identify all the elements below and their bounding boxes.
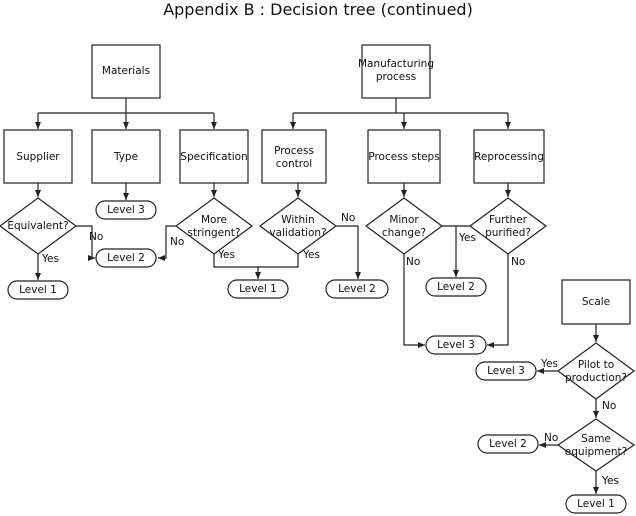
reprocessing-box: Reprocessing (473, 129, 545, 184)
outcome-label: Level 2 (489, 438, 527, 450)
minor-change-label-2: change? (382, 227, 426, 239)
pilot-yes-label: Yes (540, 358, 558, 370)
process-control-box: Process control (261, 129, 327, 184)
outcome-label: Level 3 (437, 339, 475, 351)
outcome-level1-supplier: Level 1 (7, 280, 69, 300)
outcome-label: Level 2 (338, 283, 376, 295)
outcome-level2-minor: Level 2 (425, 277, 487, 297)
process-control-label-1: Process (274, 145, 314, 157)
further-purified-decision: Further purified? (468, 197, 548, 255)
outcome-label: Level 1 (577, 498, 615, 510)
stringent-no-label: No (170, 236, 184, 248)
outcome-level2-materials: Level 2 (95, 248, 157, 268)
pilot-label-2: production? (565, 372, 627, 384)
outcome-level2-same: Level 2 (477, 434, 539, 454)
manufacturing-label-1: Manufacturing (358, 58, 434, 70)
minor-change-label-1: Minor (389, 214, 419, 226)
stringent-yes-label: Yes (217, 249, 235, 261)
outcome-level1-spec: Level 1 (227, 279, 289, 299)
equivalent-label: Equivalent? (7, 220, 68, 232)
same-equipment-decision: Same equipment? (556, 418, 636, 472)
materials-box: Materials (91, 44, 161, 99)
scale-label: Scale (582, 296, 610, 308)
more-stringent-label-2: stringent? (188, 227, 241, 239)
decision-connectors (35, 225, 509, 348)
validation-yes-label: Yes (302, 249, 320, 261)
process-steps-box: Process steps (367, 129, 441, 184)
reprocessing-label: Reprocessing (474, 151, 544, 163)
equivalent-no-label: No (89, 231, 103, 243)
same-yes-label: Yes (601, 475, 619, 487)
equivalent-decision: Equivalent? (0, 197, 78, 255)
top-connectors (35, 98, 511, 129)
minor-no-label: No (406, 256, 420, 268)
outcome-level3-pilot: Level 3 (475, 361, 537, 381)
outcome-level1-same: Level 1 (565, 494, 627, 514)
process-steps-label: Process steps (368, 151, 439, 163)
same-no-label: No (544, 432, 558, 444)
pilot-label-1: Pilot to (578, 359, 614, 371)
row2-connectors (35, 183, 511, 200)
more-stringent-decision: More stringent? (174, 197, 254, 255)
further-purified-label-2: purified? (485, 227, 531, 239)
outcome-level3-steps: Level 3 (425, 335, 487, 355)
minor-yes-label: Yes (458, 232, 476, 244)
outcome-label: Level 3 (487, 365, 525, 377)
within-validation-decision: Within validation? (258, 197, 338, 255)
same-equipment-label-2: equipment? (565, 446, 627, 458)
scale-box: Scale (561, 279, 631, 325)
supplier-label: Supplier (16, 151, 60, 163)
same-equipment-label-1: Same (581, 433, 611, 445)
materials-label: Materials (102, 65, 150, 77)
type-box: Type (91, 129, 161, 184)
diagram-title: Appendix B : Decision tree (continued) (163, 0, 473, 19)
process-control-label-2: control (276, 158, 312, 170)
manufacturing-label-2: process (376, 71, 416, 83)
equivalent-yes-label: Yes (41, 253, 59, 265)
minor-change-decision: Minor change? (364, 197, 444, 255)
outcome-level2-validation: Level 2 (325, 279, 389, 299)
type-label: Type (113, 151, 138, 163)
outcome-label: Level 2 (437, 281, 475, 293)
outcome-label: Level 2 (107, 252, 145, 264)
further-purified-label-1: Further (489, 214, 528, 226)
within-validation-label-1: Within (281, 214, 314, 226)
specification-label: Specification (180, 151, 247, 163)
specification-box: Specification (179, 129, 249, 184)
outcome-level3-type: Level 3 (95, 200, 157, 220)
outcome-label: Level 1 (19, 284, 57, 296)
pilot-decision: Pilot to production? (556, 342, 636, 400)
validation-no-label: No (341, 212, 355, 224)
more-stringent-label-1: More (201, 214, 227, 226)
within-validation-label-2: validation? (269, 227, 326, 239)
pilot-no-label: No (602, 400, 616, 412)
supplier-box: Supplier (3, 129, 73, 184)
purified-no-label: No (511, 256, 525, 268)
outcome-label: Level 3 (107, 204, 145, 216)
manufacturing-process-box: Manufacturing process (358, 44, 434, 99)
outcome-label: Level 1 (239, 283, 277, 295)
